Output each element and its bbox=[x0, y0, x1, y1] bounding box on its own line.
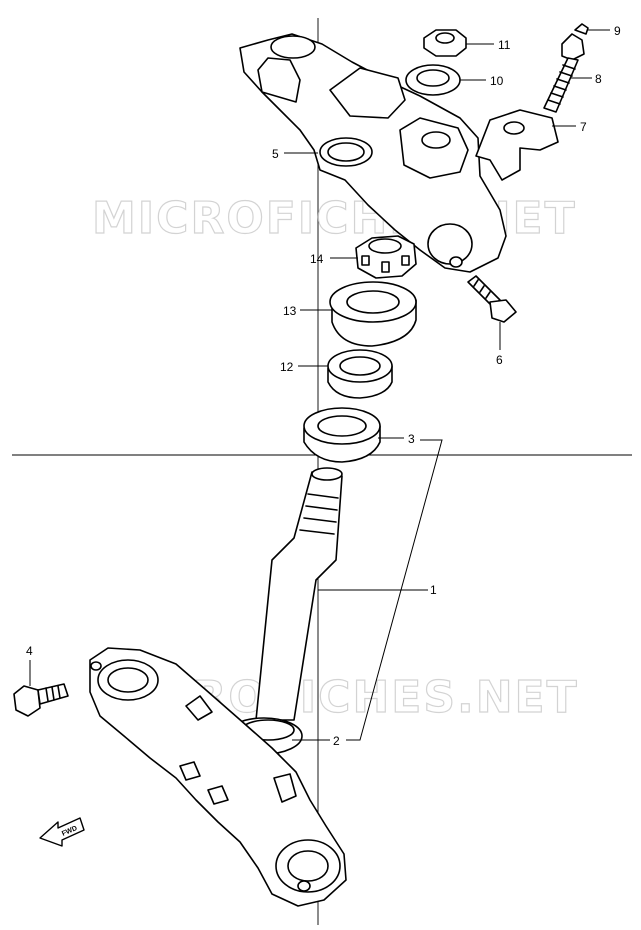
callout-7: 7 bbox=[580, 120, 587, 134]
bearing-race bbox=[303, 407, 381, 463]
leader-lines bbox=[29, 29, 610, 741]
callout-11: 11 bbox=[498, 38, 511, 52]
callout-6: 6 bbox=[496, 353, 503, 367]
lower-bracket bbox=[89, 647, 347, 907]
upper-bracket bbox=[239, 33, 507, 273]
side-bolt bbox=[467, 275, 517, 323]
callout-2: 2 bbox=[333, 734, 340, 748]
small-screw bbox=[574, 23, 589, 35]
callout-12: 12 bbox=[280, 360, 294, 374]
callout-8: 8 bbox=[595, 72, 602, 86]
callout-13: 13 bbox=[283, 304, 297, 318]
steering-stem bbox=[255, 467, 343, 721]
callout-14: 14 bbox=[310, 252, 324, 266]
callout-4: 4 bbox=[26, 644, 33, 658]
callout-3: 3 bbox=[408, 432, 415, 446]
handlebar-clamp bbox=[475, 109, 559, 181]
forward-arrow-icon: FWD bbox=[39, 817, 85, 847]
callout-10: 10 bbox=[490, 74, 504, 88]
long-bolt bbox=[543, 33, 585, 113]
steering-washer bbox=[405, 64, 461, 96]
castle-nut bbox=[355, 235, 417, 279]
callout-5: 5 bbox=[272, 147, 279, 161]
callout-labels: 1 2 3 4 5 6 7 8 9 10 11 12 13 14 bbox=[26, 24, 621, 748]
lower-bracket-bolt bbox=[13, 683, 69, 717]
callout-9: 9 bbox=[614, 24, 621, 38]
top-nut bbox=[423, 29, 467, 57]
callout-1: 1 bbox=[430, 583, 437, 597]
dust-seal bbox=[329, 281, 417, 347]
upper-bearing bbox=[327, 349, 393, 399]
